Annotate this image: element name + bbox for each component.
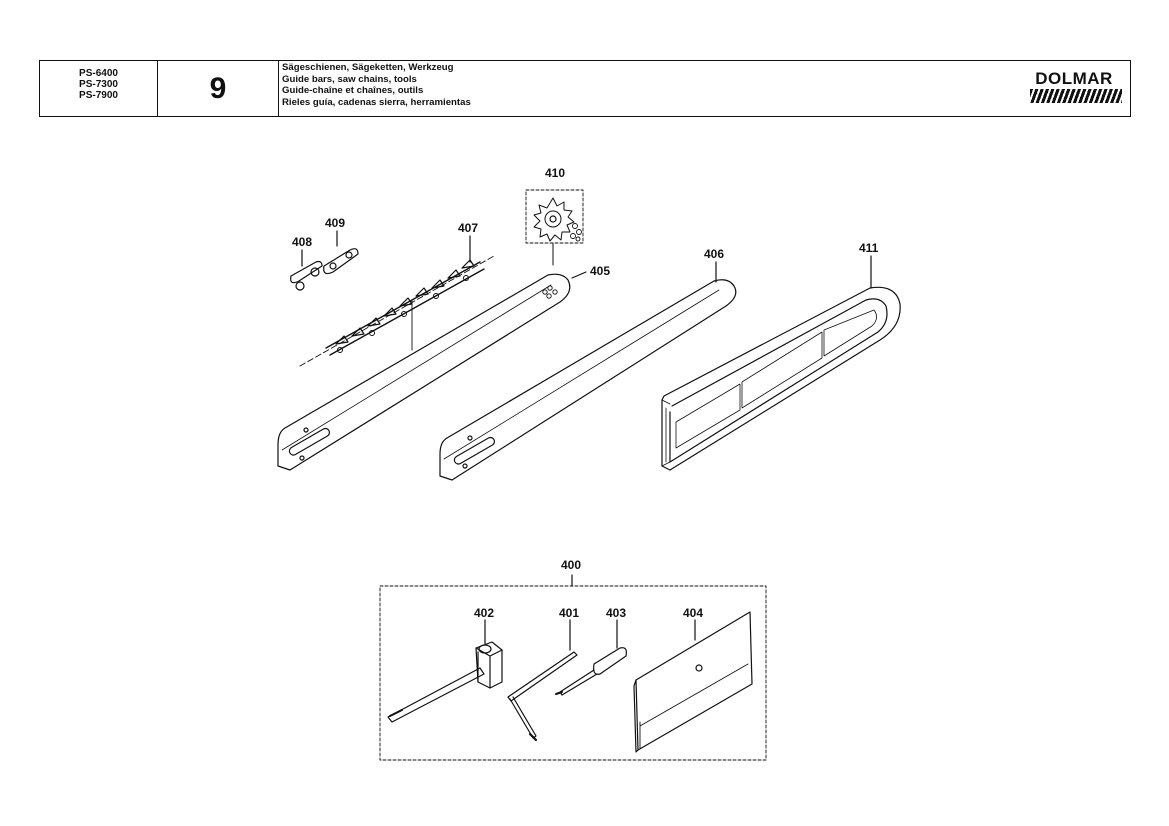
part-label-408: 408 [292, 235, 312, 249]
part-400-tool-kit [379, 585, 767, 761]
title-es: Rieles guía, cadenas sierra, herramienta… [282, 96, 471, 108]
part-401-hex-key [507, 651, 578, 742]
part-label-401: 401 [559, 606, 579, 620]
sprocket-icon [533, 197, 575, 242]
section-cell: 9 [158, 61, 279, 116]
brand-name: DOLMAR [1035, 69, 1113, 88]
model-name: PS-7900 [79, 90, 118, 101]
title-de: Sägeschienen, Sägeketten, Werkzeug [282, 62, 454, 73]
part-label-407: 407 [458, 221, 478, 235]
model-name: PS-6400 [79, 68, 118, 79]
part-408-rivet-link [290, 260, 323, 291]
part-406-guide-bar [439, 279, 737, 481]
part-label-405: 405 [590, 264, 610, 278]
part-403-screwdriver [555, 647, 627, 696]
part-407-saw-chain [299, 255, 495, 367]
part-label-409: 409 [325, 216, 345, 230]
title-cell: Sägeschienen, Sägeketten, Werkzeug Guide… [279, 61, 1130, 116]
part-label-404: 404 [683, 606, 703, 620]
part-410-sprocket [525, 189, 584, 244]
part-409-connector-link [323, 248, 359, 275]
brand-logo: DOLMAR [1026, 69, 1122, 103]
part-label-406: 406 [704, 247, 724, 261]
sprocket-bore-icon [549, 215, 557, 223]
part-404-tool-pouch [633, 611, 753, 753]
sprocket-hub-icon [544, 210, 562, 228]
model-list: PS-6400 PS-7300 PS-7900 [40, 68, 157, 101]
model-cell: PS-6400 PS-7300 PS-7900 [40, 61, 158, 116]
part-411-chain-guard [661, 286, 901, 471]
section-titles: Sägeschienen, Sägeketten, Werkzeug Guide… [282, 62, 471, 108]
model-name: PS-7300 [79, 79, 118, 90]
part-label-400: 400 [561, 558, 581, 572]
brand-stripes-icon [1030, 89, 1122, 103]
header-block: PS-6400 PS-7300 PS-7900 9 Sägeschienen, … [39, 60, 1131, 117]
part-label-403: 403 [606, 606, 626, 620]
part-label-411: 411 [859, 241, 879, 255]
part-405-guide-bar [277, 273, 571, 471]
part-label-410: 410 [545, 166, 565, 180]
title-fr: Guide-chaîne et chaînes, outils [282, 85, 424, 96]
section-number: 9 [209, 72, 227, 105]
sprocket-small-rim-icon [570, 223, 582, 242]
part-402-combination-wrench [387, 641, 503, 723]
title-en: Guide bars, saw chains, tools [282, 73, 417, 85]
leader-405 [571, 271, 587, 279]
part-label-402: 402 [474, 606, 494, 620]
